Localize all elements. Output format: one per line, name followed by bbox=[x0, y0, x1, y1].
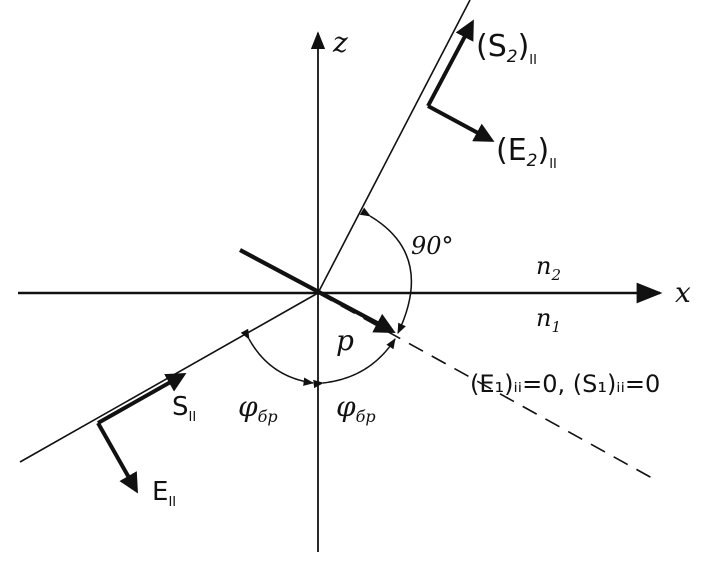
brewster-arc-right bbox=[313, 338, 396, 389]
dipole-label: p bbox=[336, 324, 354, 357]
brewster-angle-right-label: φбр bbox=[336, 390, 376, 426]
dipole-arrow bbox=[239, 248, 396, 333]
incident-ray bbox=[19, 292, 319, 463]
refracted-ray bbox=[317, 0, 471, 294]
medium-upper-label: n2 bbox=[536, 252, 561, 284]
refracted-poynting-label: (S2)II bbox=[476, 29, 537, 68]
x-axis-label: x bbox=[675, 276, 691, 309]
refracted-field-label: (E2)II bbox=[496, 133, 557, 172]
refracted-field-arrow bbox=[427, 104, 495, 142]
incident-poynting-arrow bbox=[97, 373, 187, 425]
incident-field-arrow bbox=[96, 422, 138, 494]
brewster-arc-left bbox=[240, 328, 315, 386]
refracted-poynting-arrow bbox=[426, 19, 474, 107]
incident-poynting-label: SII bbox=[172, 392, 196, 425]
medium-lower-label: n1 bbox=[536, 304, 561, 336]
reflected-condition-label: (E₁)ᵢᵢ=0, (S₁)ᵢᵢ=0 bbox=[470, 370, 660, 398]
z-axis-label: z bbox=[332, 26, 348, 59]
brewster-angle-left-label: φбр bbox=[238, 390, 278, 426]
right-angle-arc bbox=[359, 207, 413, 334]
right-angle-label: 90° bbox=[411, 232, 454, 260]
incident-field-label: EII bbox=[152, 477, 176, 510]
